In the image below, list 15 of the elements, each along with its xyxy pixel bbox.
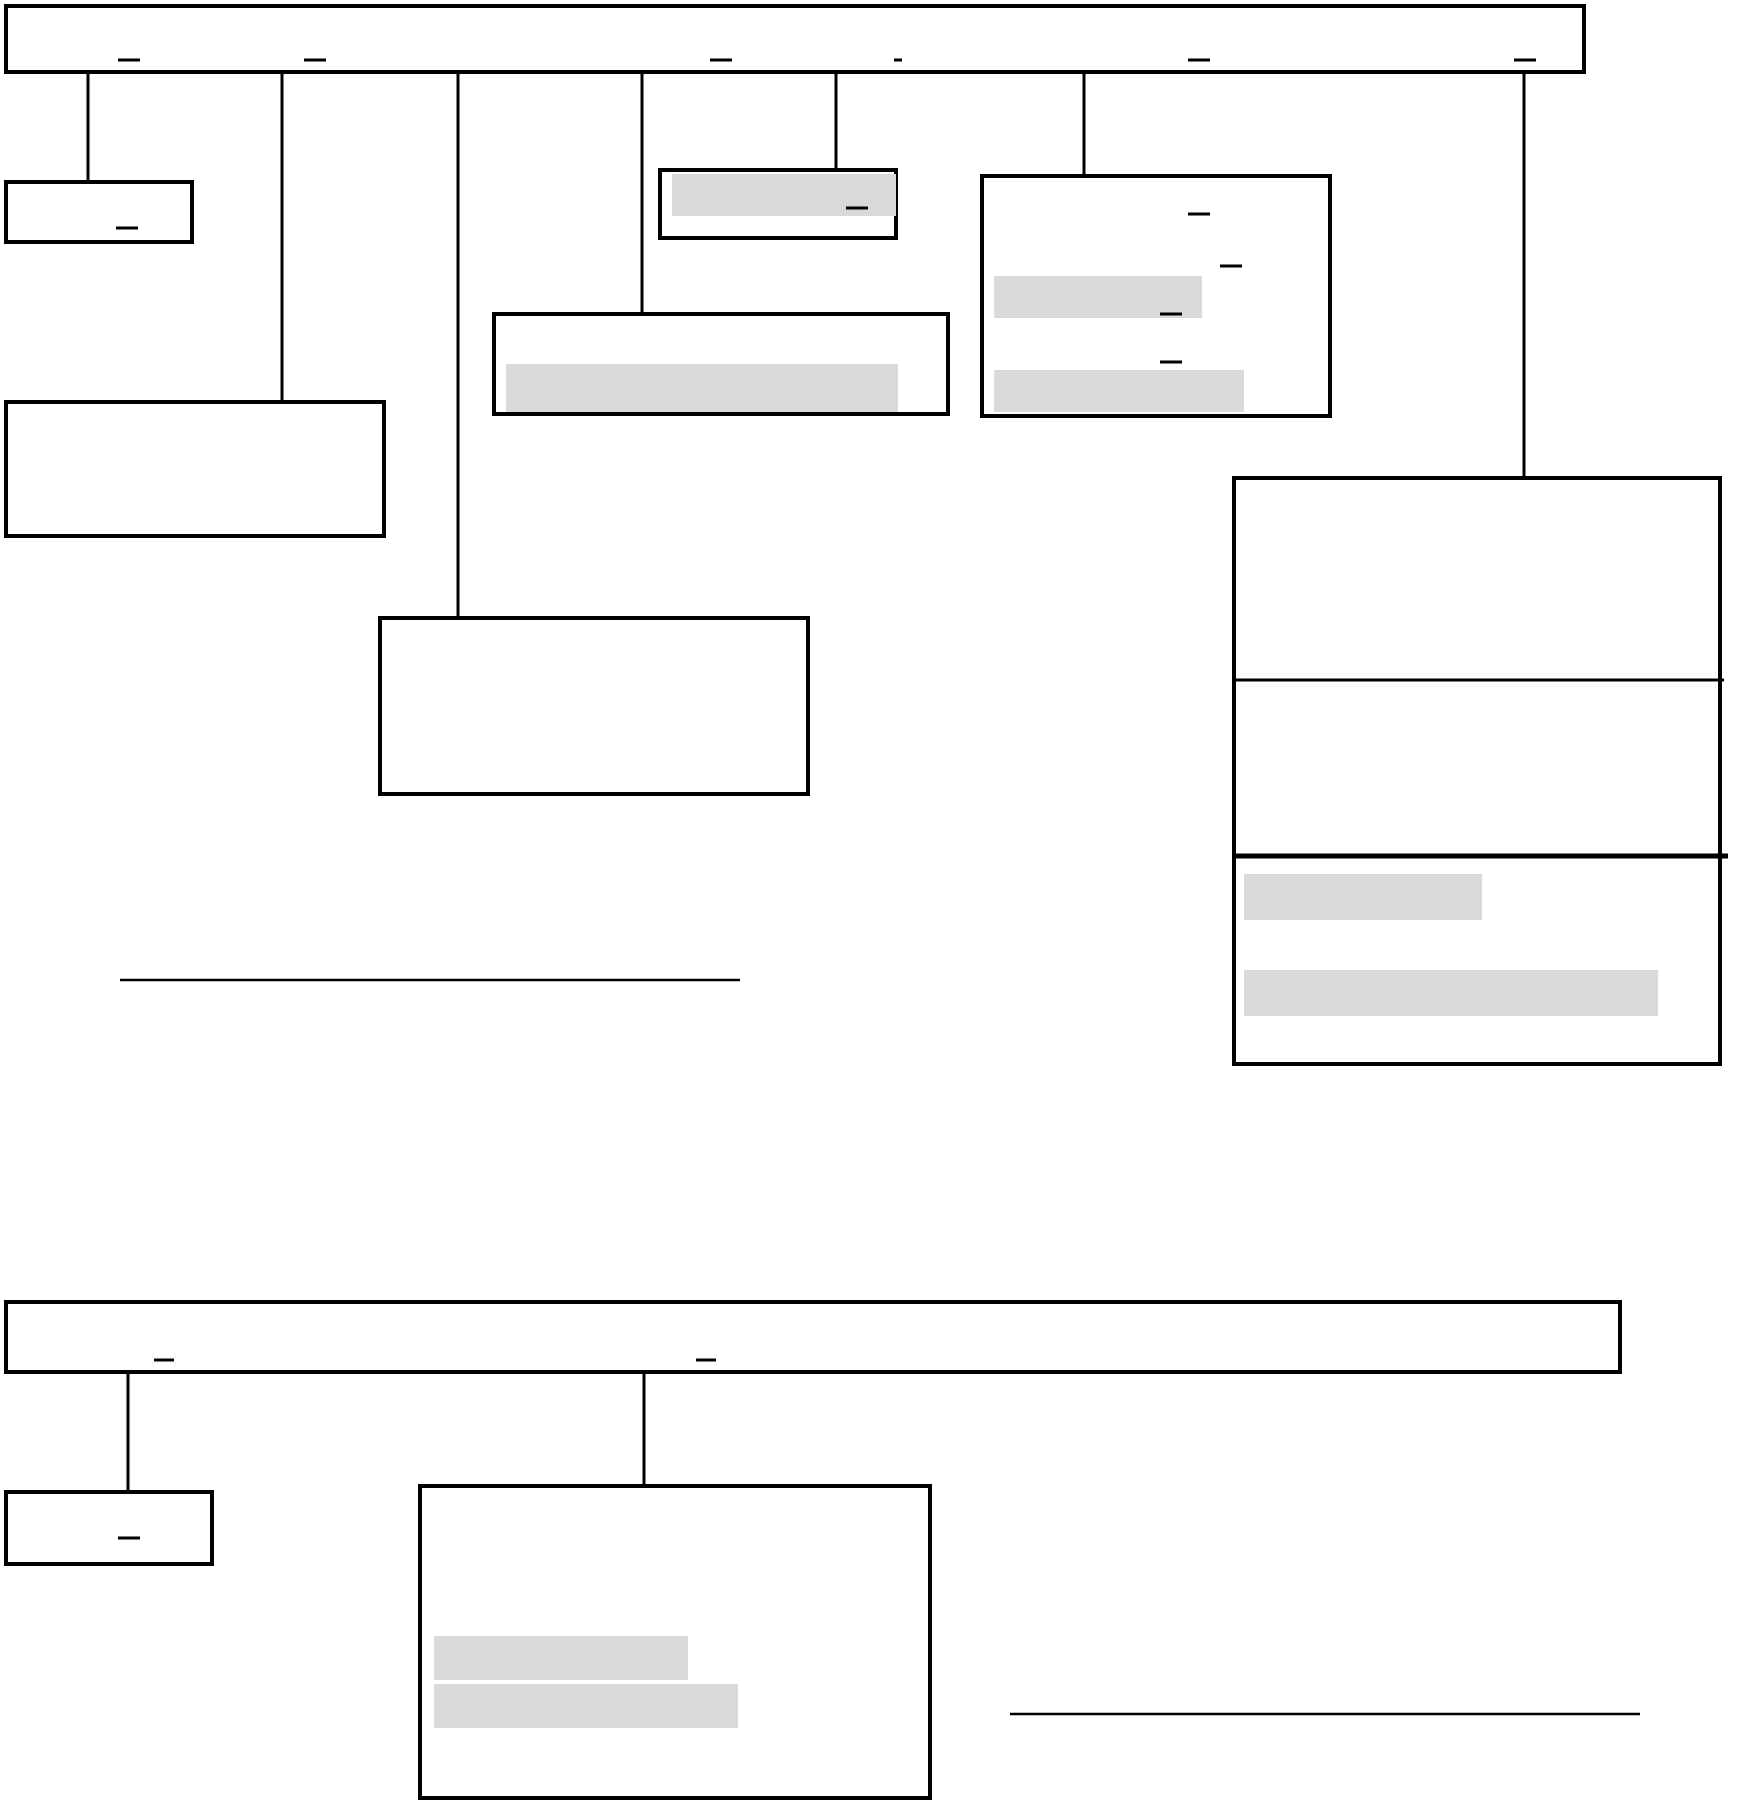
connector-line: [640, 74, 644, 312]
empty-box: [4, 1300, 1622, 1374]
connector-line: [642, 1374, 646, 1484]
connector-line: [86, 74, 90, 180]
empty-box: [378, 616, 810, 796]
connector-line: [456, 74, 460, 616]
connector-line: [1522, 74, 1526, 476]
empty-box: [4, 4, 1586, 74]
empty-box: [4, 1490, 214, 1566]
empty-box: [4, 400, 386, 538]
connector-line: [280, 74, 284, 400]
connector-line: [834, 74, 838, 168]
connector-line: [126, 1374, 130, 1490]
empty-box: [4, 180, 194, 244]
connector-line: [1082, 74, 1086, 174]
